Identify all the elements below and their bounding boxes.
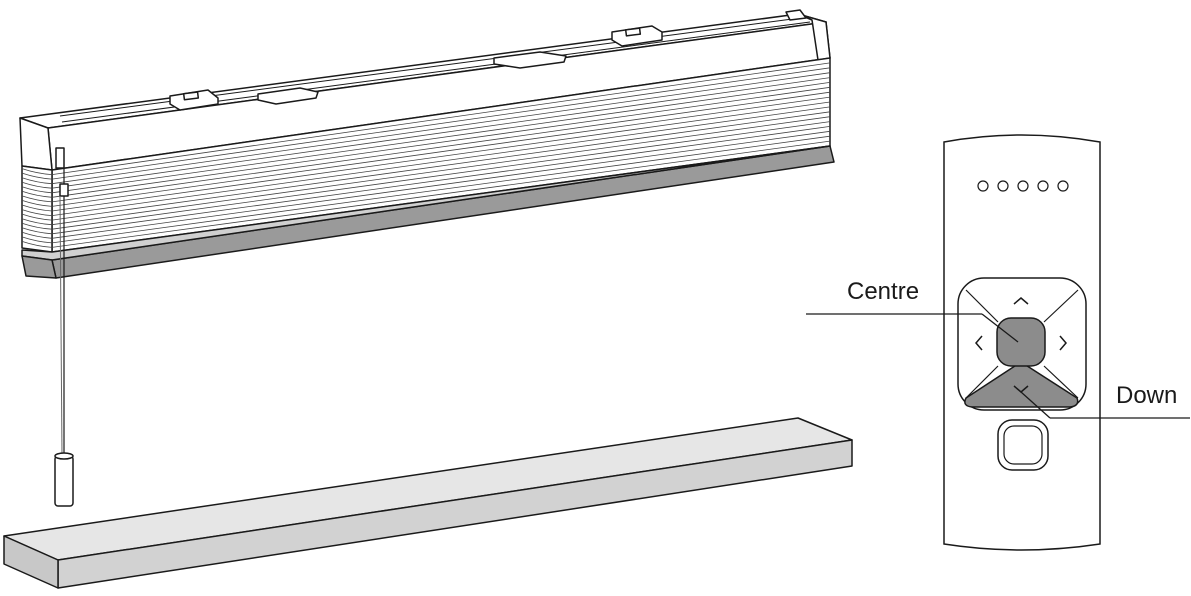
centre-leader-line: [981, 313, 1019, 343]
indicator-light: [1017, 180, 1029, 192]
down-button[interactable]: [964, 361, 1079, 408]
pleat-line: [51, 116, 831, 226]
pleat-line: [51, 121, 831, 230]
pleat-line: [51, 126, 831, 235]
pleat-line: [51, 86, 831, 198]
mounting-bracket: [169, 89, 219, 111]
callout-centre: Centre: [806, 278, 1019, 343]
pleat-line: [51, 82, 831, 194]
indicator-lights: [977, 180, 1069, 192]
pleat-lines: [51, 62, 831, 248]
remote-control: [943, 134, 1101, 551]
indicator-light: [977, 180, 989, 192]
cord-weight: [54, 452, 74, 507]
down-leader-line: [1020, 391, 1051, 419]
stop-button-inner: [1003, 425, 1043, 465]
pleat-side-line: [21, 177, 53, 185]
pleat-side-line: [21, 200, 53, 207]
pleat-line: [51, 62, 831, 175]
pleat-side-line: [21, 181, 53, 189]
bottom-rail-end: [21, 255, 57, 279]
pleat-side-line: [21, 231, 53, 239]
pleat-line: [51, 111, 831, 221]
sill-end: [3, 535, 59, 589]
down-label: Down: [1116, 382, 1177, 409]
pleat-line: [51, 67, 831, 180]
bottom-rail-top: [21, 145, 831, 261]
rail-clip: [257, 87, 319, 105]
sill-top: [3, 417, 853, 561]
indicator-light: [997, 180, 1009, 192]
indicator-light: [1057, 180, 1069, 192]
pleat-side-line: [21, 209, 53, 216]
right-arrow-icon: [1059, 335, 1067, 351]
centre-button[interactable]: [996, 317, 1046, 367]
pleat-side-line: [21, 204, 53, 212]
pull-cord: [55, 147, 69, 457]
pleat-side-line: [21, 190, 53, 198]
pleat-line: [51, 135, 831, 244]
rail-clip: [493, 51, 567, 69]
pleat-line: [51, 72, 831, 185]
pleat-line: [51, 91, 831, 203]
mounting-bracket: [611, 25, 663, 47]
pleat-line: [51, 96, 831, 207]
pleat-line: [51, 140, 831, 248]
pleat-side-line: [21, 213, 53, 221]
up-arrow-icon: [1013, 297, 1029, 305]
pleat-side-line: [21, 172, 53, 180]
pleat-side-line: [21, 168, 53, 175]
pleat-side-line: [21, 195, 53, 203]
pleat-line: [51, 130, 831, 239]
pleat-side-lines: [21, 168, 53, 248]
rail-clip: [785, 9, 807, 21]
callout-down: Down: [1020, 382, 1190, 419]
pleat-side-line: [21, 218, 53, 226]
pleat-line: [51, 101, 831, 212]
pleat-line: [51, 77, 831, 189]
pleat-side-line: [21, 241, 53, 248]
pleat-side-line: [21, 227, 53, 235]
pleat-line: [51, 106, 831, 216]
pleat-side-line: [21, 186, 53, 194]
centre-label: Centre: [847, 278, 919, 305]
cellular-blind: [19, 9, 835, 507]
indicator-light: [1037, 180, 1049, 192]
pleat-side-line: [21, 236, 53, 244]
left-arrow-icon: [975, 335, 983, 351]
pleat-side-line: [21, 222, 53, 230]
window-sill: [3, 417, 853, 589]
